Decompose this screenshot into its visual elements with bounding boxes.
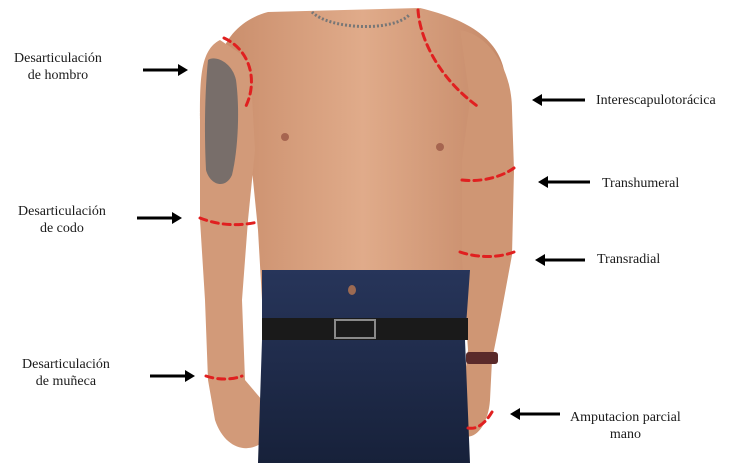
label-elbow-disarticulation: Desarticulación de codo <box>18 203 106 237</box>
arrow-partial-hand <box>510 408 560 420</box>
belt <box>262 318 468 340</box>
tattoo <box>205 58 238 184</box>
label-transhumeral: Transhumeral <box>602 175 679 192</box>
left-nipple <box>281 133 289 141</box>
label-shoulder-line1: Desarticulación <box>14 50 102 67</box>
label-transradial-line1: Transradial <box>597 251 660 268</box>
arrow-transhumeral <box>538 176 590 188</box>
label-wrist-line1: Desarticulación <box>22 356 110 373</box>
label-wrist-line2: de muñeca <box>22 373 110 390</box>
label-transradial: Transradial <box>597 251 660 268</box>
arrow-wrist <box>150 370 195 382</box>
arrow-interscapular <box>532 94 585 106</box>
label-partial-hand-amputation: Amputacion parcial mano <box>570 409 681 443</box>
arrow-shoulder <box>143 64 188 76</box>
label-elbow-line2: de codo <box>18 220 106 237</box>
label-elbow-line1: Desarticulación <box>18 203 106 220</box>
label-transhumeral-line1: Transhumeral <box>602 175 679 192</box>
arrow-elbow <box>137 212 182 224</box>
label-partial-hand-line2: mano <box>570 426 681 443</box>
bracelet <box>466 352 498 364</box>
label-wrist-disarticulation: Desarticulación de muñeca <box>22 356 110 390</box>
arrow-transradial <box>535 254 585 266</box>
label-partial-hand-line1: Amputacion parcial <box>570 409 681 426</box>
label-shoulder-disarticulation: Desarticulación de hombro <box>14 50 102 84</box>
jeans <box>258 270 470 463</box>
right-nipple <box>436 143 444 151</box>
navel <box>348 285 356 295</box>
label-interscapulothoracic: Interescapulotorácica <box>596 92 716 109</box>
label-interscapular-line1: Interescapulotorácica <box>596 92 716 109</box>
label-shoulder-line2: de hombro <box>14 67 102 84</box>
